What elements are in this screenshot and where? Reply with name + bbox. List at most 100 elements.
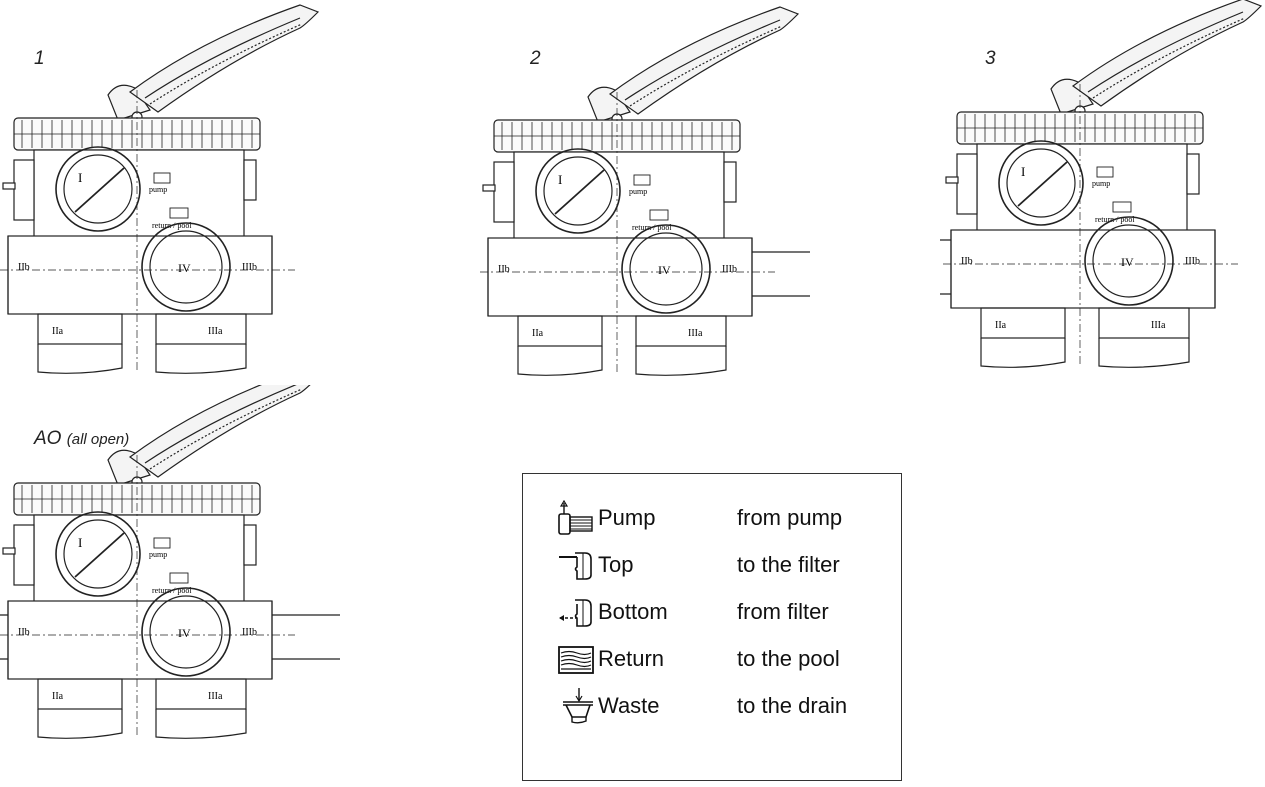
body-side-right	[243, 524, 257, 566]
drain-nipple	[2, 547, 16, 555]
return-mark	[169, 207, 189, 219]
legend-desc: to the pool	[737, 646, 840, 671]
port-right-upper-label: IIIb	[242, 627, 257, 638]
port-main-outer	[535, 148, 621, 234]
return-mark	[649, 209, 669, 221]
port-bottom-inner	[149, 230, 223, 304]
pump-label: pump	[149, 185, 167, 194]
drain-nipple	[2, 182, 16, 190]
legend-row-waste: Waste to the drain	[523, 686, 901, 726]
port-main-indicator	[74, 167, 125, 213]
port-right-lower-label: IIIa	[1151, 320, 1166, 331]
port-left-upper-label: IIb	[498, 264, 510, 275]
port-bottom-label: IV	[178, 261, 191, 275]
port-left-lower-label: IIa	[995, 320, 1007, 331]
outlet-right-pipe	[1098, 338, 1190, 368]
outlet-right	[155, 678, 247, 710]
port-main-outer	[998, 140, 1084, 226]
pipe-body	[487, 237, 753, 317]
handle-edge	[144, 385, 297, 464]
pipe-body	[950, 229, 1216, 309]
caption-valve-3: 3	[985, 48, 996, 69]
body-side-right	[243, 159, 257, 201]
port-right-upper-label: IIIb	[242, 262, 257, 273]
port-main-outer	[55, 511, 141, 597]
port-bottom-inner	[1092, 224, 1166, 298]
port-bottom-label: IV	[178, 626, 191, 640]
pump-icon	[558, 500, 593, 535]
pump-mark	[153, 537, 171, 549]
handle-lever	[1071, 0, 1263, 107]
outlet-left	[517, 315, 603, 347]
legend-name: Bottom	[598, 599, 668, 624]
handle-edge-hatch	[1092, 17, 1246, 99]
port-main-inner	[543, 156, 613, 226]
port-left-lower-label: IIa	[52, 326, 64, 337]
pipe-body	[7, 600, 273, 680]
bottom-icon	[559, 599, 592, 627]
caption-valve-ao-sub: (all open)	[66, 431, 130, 448]
body-side-left	[493, 161, 515, 223]
port-main-inner	[1006, 148, 1076, 218]
body-side-left	[13, 524, 35, 586]
handle-lever	[128, 4, 320, 113]
port-main-inner	[63, 519, 133, 589]
outlet-right-pipe	[155, 344, 247, 374]
port-right-upper-label: IIIb	[1185, 256, 1200, 267]
outlet-left-pipe	[517, 346, 603, 376]
body-side-left	[956, 153, 978, 215]
port-main-label: I	[1021, 164, 1025, 179]
legend-name: Return	[598, 646, 665, 671]
port-left-lower-label: IIa	[52, 691, 64, 702]
pipe-body	[7, 235, 273, 315]
port-main-label: I	[558, 172, 562, 187]
body-side-right	[1186, 153, 1200, 195]
caption-valve-ao: AO (all open)	[34, 428, 130, 449]
pipe-extension-left	[0, 614, 8, 660]
pipe-extension-left	[940, 239, 951, 295]
pipe-ends	[7, 236, 273, 314]
caption-valve-2: 2	[530, 48, 541, 69]
port-left-upper-label: IIb	[961, 256, 973, 267]
port-bottom-outer	[141, 587, 231, 677]
pump-mark	[153, 172, 171, 184]
legend-desc: to the filter	[737, 552, 840, 577]
port-bottom-label: IV	[658, 263, 671, 277]
port-bottom-inner	[629, 232, 703, 306]
waste-icon	[563, 688, 593, 724]
legend-name: Waste	[598, 693, 660, 718]
port-bottom-label: IV	[1121, 255, 1134, 269]
port-right-lower-label: IIIa	[208, 326, 223, 337]
handle-edge-hatch	[149, 23, 303, 105]
pipe-ends	[950, 230, 1216, 308]
legend-row-top: Top to the filter	[523, 545, 901, 585]
return-mark	[1112, 201, 1132, 213]
body-side-right	[723, 161, 737, 203]
caption-valve-1: 1	[34, 48, 45, 69]
legend-name: Pump	[598, 505, 656, 530]
legend-row-return: Return to the pool	[523, 639, 901, 679]
handle-edge	[1087, 11, 1244, 93]
outlet-left-pipe	[980, 338, 1066, 368]
pump-mark	[1096, 166, 1114, 178]
outlet-right	[635, 315, 727, 347]
port-main-indicator	[1017, 161, 1068, 207]
port-right-upper-label: IIIb	[722, 264, 737, 275]
outlet-right-pipe	[155, 709, 247, 739]
legend-row-pump: Pump from pump	[523, 498, 901, 538]
pipe-extension-right	[272, 614, 340, 660]
handle-edge	[144, 17, 301, 99]
legend-desc: from filter	[737, 599, 829, 624]
outlet-left-pipe	[37, 709, 123, 739]
outlet-right	[155, 313, 247, 345]
port-bottom-inner	[149, 595, 223, 669]
outlet-left-pipe	[37, 344, 123, 374]
legend-desc: to the drain	[737, 693, 848, 718]
handle-edge-hatch	[149, 388, 303, 470]
port-bottom-outer	[141, 222, 231, 312]
port-main-indicator	[74, 532, 125, 578]
